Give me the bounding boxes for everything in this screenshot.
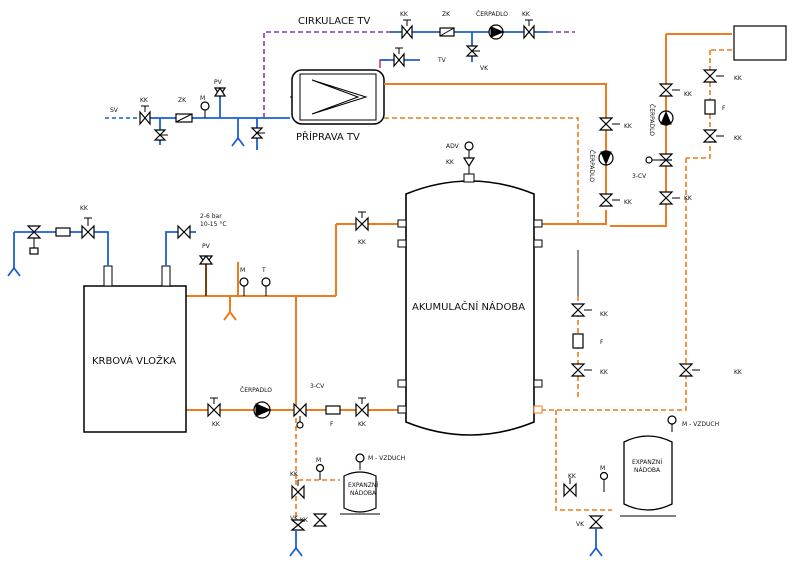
label-kk-adv: KK <box>446 159 455 166</box>
label-pump-top: ČERPADLO <box>476 11 508 18</box>
label-zk-top: ZK <box>442 11 451 18</box>
label-t-fp: T <box>261 267 266 274</box>
label-kk-ret2: KK <box>358 421 367 428</box>
label-sv: SV <box>110 107 119 114</box>
label-m-fp: M <box>240 267 245 274</box>
tank-feed-valve <box>355 211 369 232</box>
label-3cv-ret: 3-CV <box>310 383 325 390</box>
fireplace-insert <box>83 265 187 433</box>
label-kk-er: KK <box>568 473 577 480</box>
label-vk-el: VK <box>290 515 299 522</box>
label-kk-fp: KK <box>80 205 89 212</box>
fireplace-label: KRBOVÁ VLOŽKA <box>92 354 176 367</box>
label-kk-el: KK <box>290 471 299 478</box>
middle-valve-column <box>570 250 592 400</box>
dhw-boiler <box>290 69 385 125</box>
label-kk-r2: KK <box>624 199 633 206</box>
label-kk-m1: KK <box>600 311 609 318</box>
safety-and-sensors <box>198 255 271 321</box>
collector-box <box>733 25 787 61</box>
circulation-title: CIRKULACE TV <box>298 16 371 27</box>
label-kk-r6: KK <box>734 135 743 142</box>
label-m-er: M <box>600 465 605 472</box>
pressure-spec-1: 2-6 bar <box>200 213 222 220</box>
pressure-spec-2: 10-15 °C <box>200 221 227 228</box>
label-kk-top1: KK <box>400 11 409 18</box>
label-vk-er: VK <box>576 521 585 528</box>
label-kk-r7: KK <box>734 369 743 376</box>
label-pump-r2: ČERPADLO <box>648 104 655 136</box>
label-m-el: M <box>316 457 321 464</box>
dhw-boiler-label: PŘÍPRAVA TV <box>296 130 360 143</box>
exp-left-l2: NÁDOBA <box>350 490 377 497</box>
label-f-ret: F <box>330 421 334 428</box>
label-kk-r3: KK <box>684 91 693 98</box>
label-pump-ret: ČERPADLO <box>240 387 272 394</box>
tank-label: AKUMULAČNÍ NÁDOBA <box>412 300 525 313</box>
label-kk-el2: KK <box>300 517 309 524</box>
accumulation-tank <box>397 141 543 436</box>
exp-left-l1: EXPANZNÍ <box>348 482 378 489</box>
label-pump-r1: ČERPADLO <box>588 150 595 182</box>
label-3cv-r: 3-CV <box>632 173 647 180</box>
exp-right-l1: EXPANZNÍ <box>632 459 662 466</box>
cold-water-inlet <box>105 86 290 150</box>
label-kk-sv: KK <box>140 97 149 104</box>
air-label-left: M - VZDUCH <box>368 455 405 462</box>
label-kk-r1: KK <box>624 123 633 130</box>
label-tv: TV <box>437 57 447 64</box>
air-label-right: M - VZDUCH <box>682 421 719 428</box>
label-f-r: F <box>722 105 726 112</box>
right-valves <box>598 69 724 377</box>
label-kk-tankfeed: KK <box>358 239 367 246</box>
expansion-tank-left <box>289 453 380 557</box>
label-kk-r5: KK <box>734 75 743 82</box>
label-kk-ret1: KK <box>212 421 221 428</box>
circulation-valve-train <box>380 19 548 68</box>
label-kk-top2: KK <box>522 11 531 18</box>
label-kk-r4: KK <box>684 195 693 202</box>
label-vk-top: VK <box>480 65 489 72</box>
label-adv: ADV <box>446 143 460 150</box>
label-f-m: F <box>600 339 604 346</box>
expansion-tank-right <box>563 415 677 557</box>
exp-right-l2: NÁDOBA <box>634 467 661 474</box>
label-pv-fp: PV <box>202 243 211 250</box>
label-zk-sv: ZK <box>178 97 187 104</box>
label-m-sv: M <box>200 95 205 102</box>
fireplace-water-connections <box>7 217 196 277</box>
return-line-elements <box>207 397 369 429</box>
label-pv-sv: PV <box>214 79 223 86</box>
label-kk-m2: KK <box>600 369 609 376</box>
